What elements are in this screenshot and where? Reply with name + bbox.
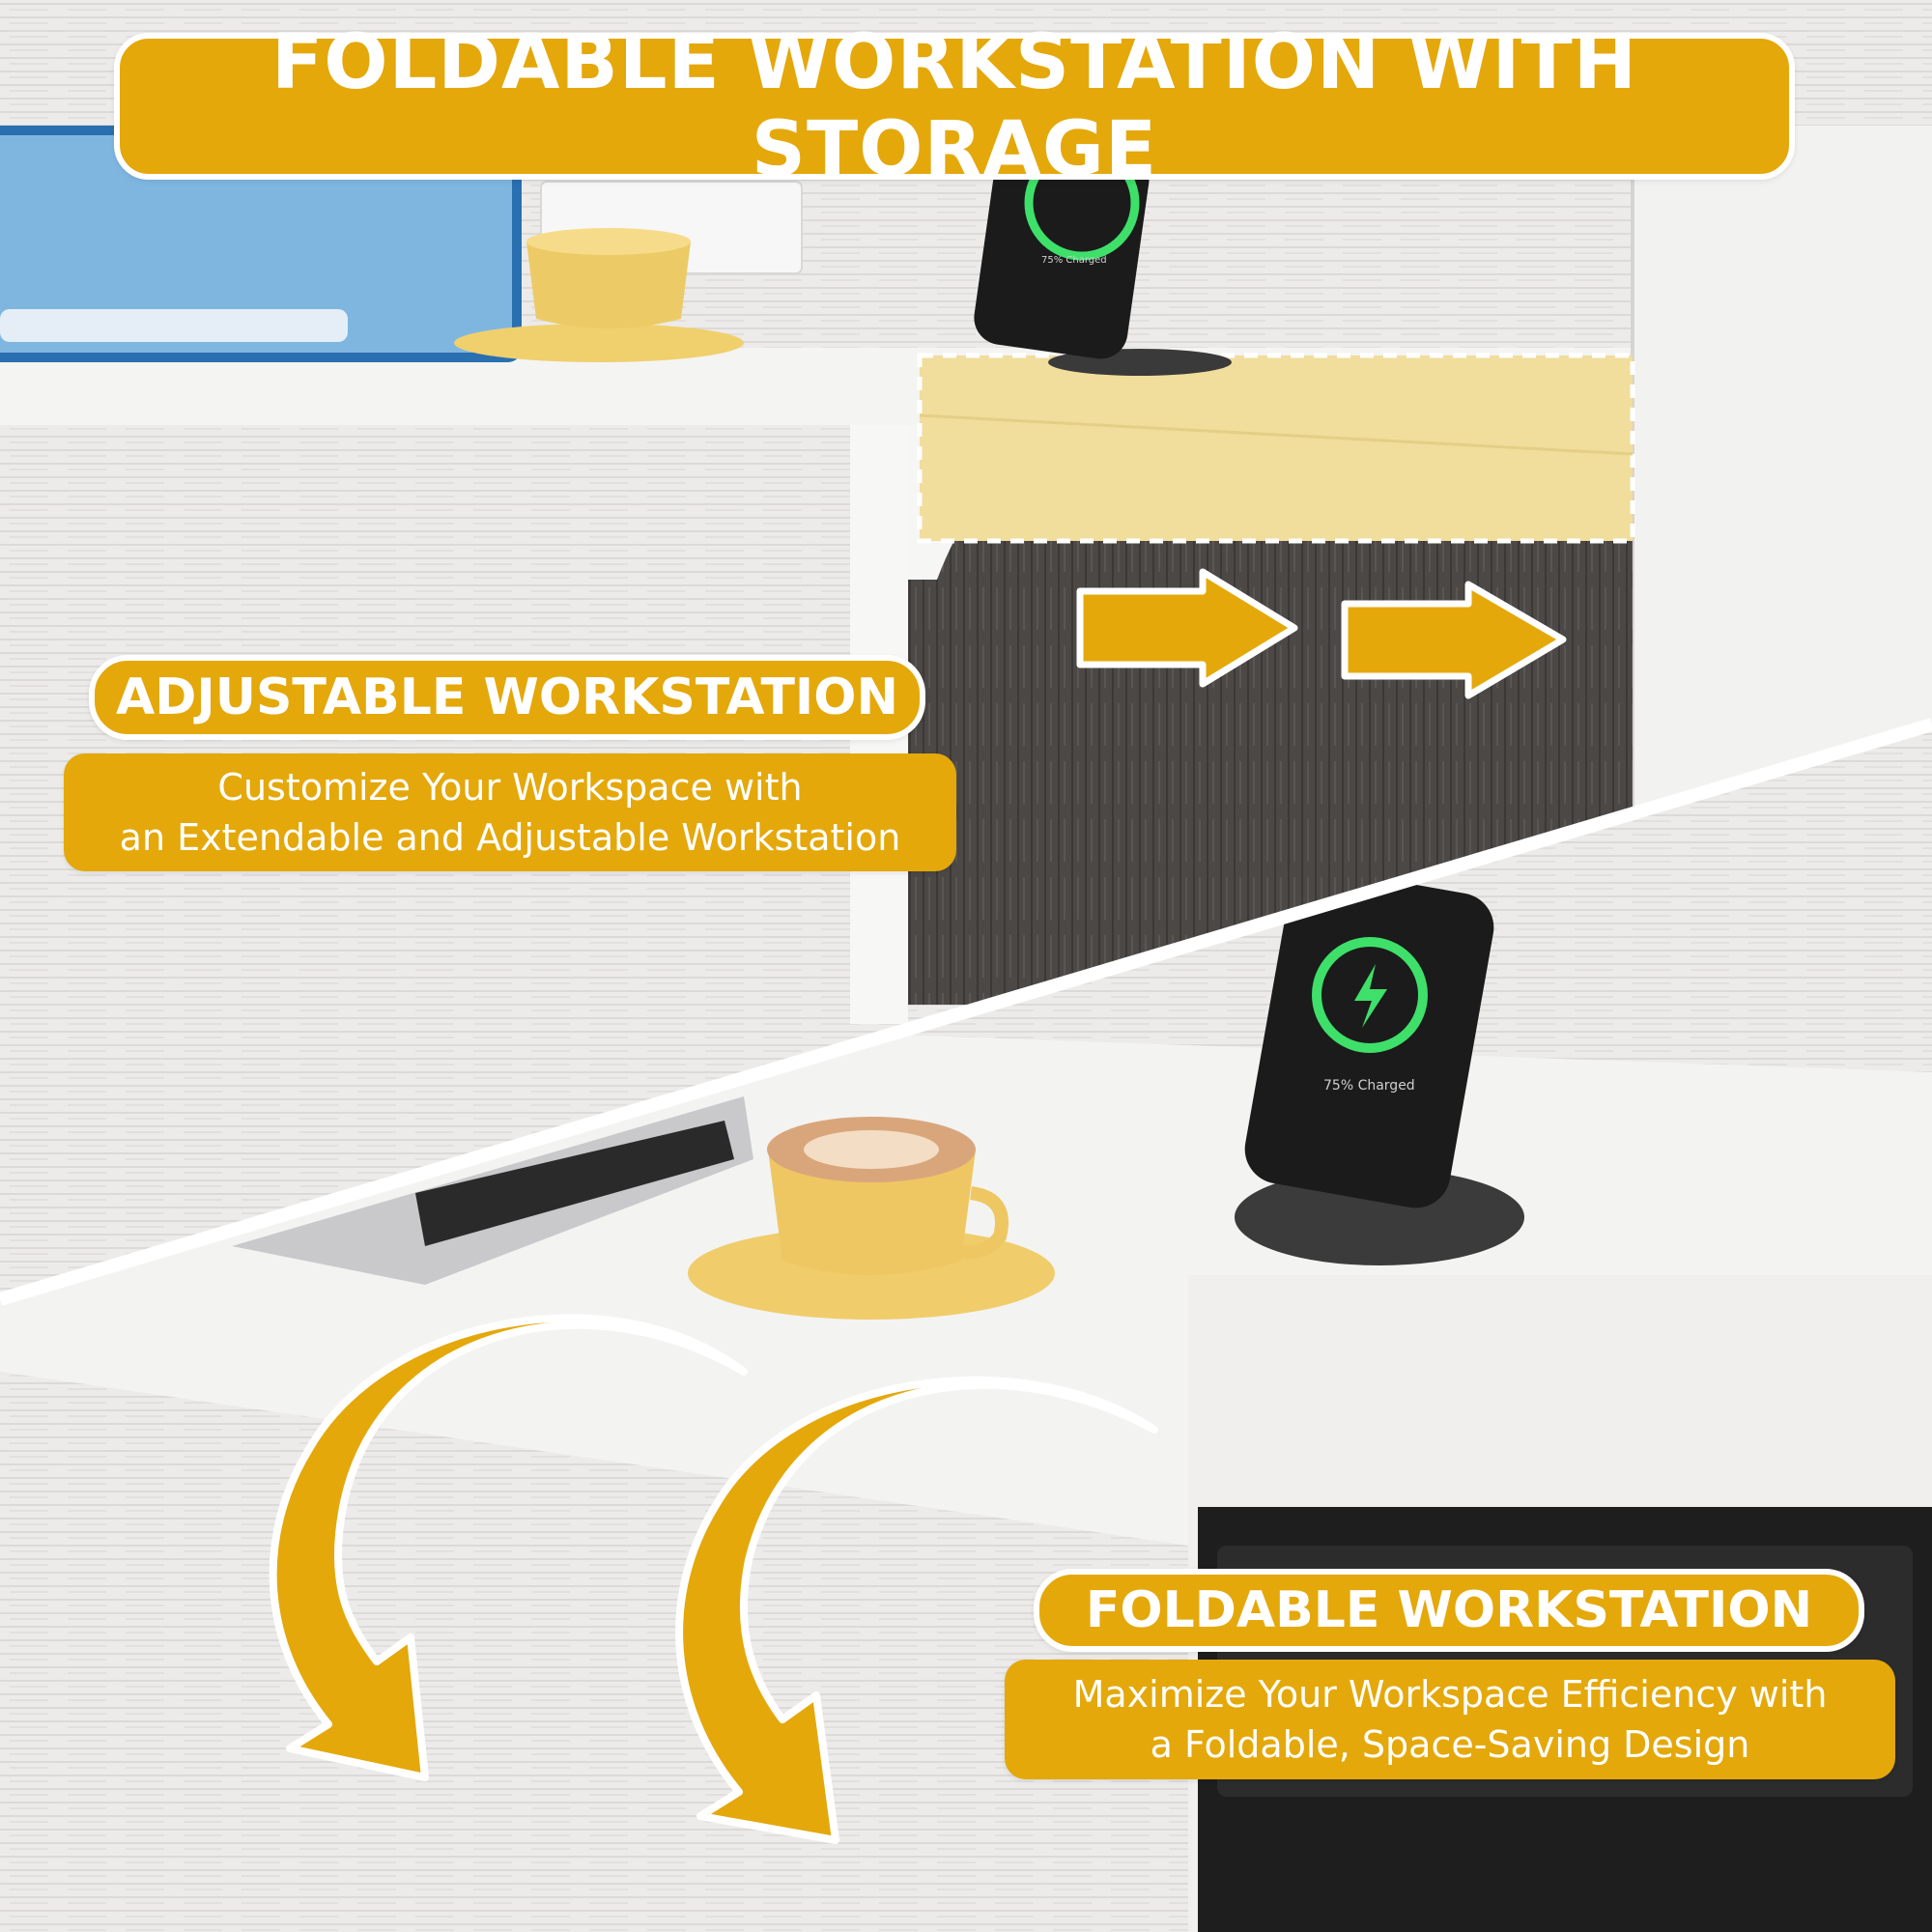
top-scene: 75% Charged: [0, 0, 1932, 1299]
adjustable-desc-line2: an Extendable and Adjustable Workstation: [119, 816, 901, 859]
lightning-icon: [1354, 964, 1387, 1028]
phone-status-top: 75% Charged: [1041, 255, 1107, 266]
phone-charger-bottom: 75% Charged: [1235, 868, 1524, 1265]
foldable-description: Maximize Your Workspace Efficiency with …: [1005, 1660, 1895, 1779]
divider: [0, 718, 1932, 1306]
tablet-icon: [0, 126, 522, 362]
arrow-right-icon: [1341, 581, 1567, 699]
phone-status-bottom: 75% Charged: [1323, 1078, 1415, 1094]
coffee-cup-icon: [688, 1117, 1055, 1320]
foldable-title: FOLDABLE WORKSTATION: [1034, 1569, 1864, 1652]
adjustable-title: ADJUSTABLE WORKSTATION: [89, 655, 925, 740]
phone-charger-top: 75% Charged: [974, 138, 1232, 376]
page-title: FOLDABLE WORKSTATION WITH STORAGE: [114, 19, 1795, 193]
curved-arrow-down-icon: [269, 1314, 748, 1781]
laptop-icon: [232, 1096, 753, 1285]
foldable-desc-line2: a Foldable, Space-Saving Design: [1150, 1723, 1750, 1766]
foldable-desc-line1: Maximize Your Workspace Efficiency with: [1072, 1673, 1828, 1716]
adjustable-description: Customize Your Workspace with an Extenda…: [64, 753, 956, 871]
arrow-right-icon: [1076, 568, 1298, 688]
curved-arrow-down-icon: [675, 1376, 1158, 1844]
adjustable-desc-line1: Customize Your Workspace with: [217, 766, 803, 809]
